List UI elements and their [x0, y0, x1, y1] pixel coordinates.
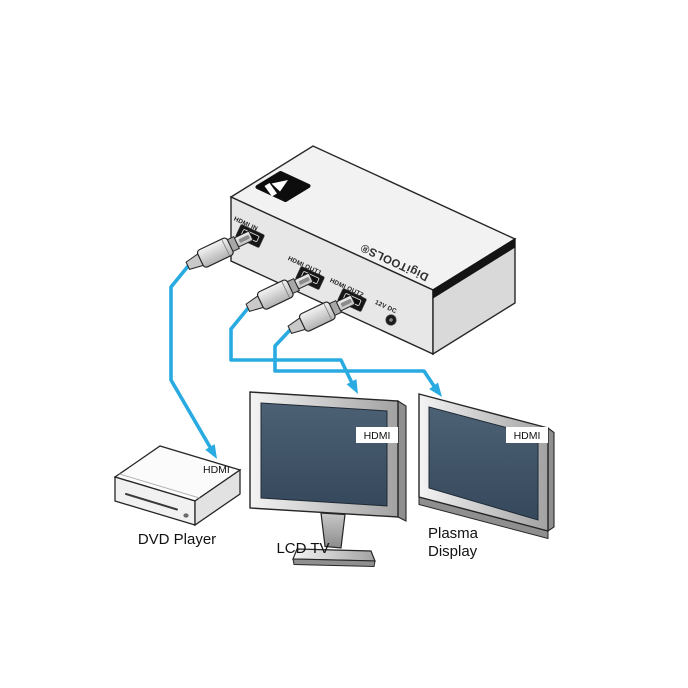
plasma-side-edge — [547, 426, 555, 533]
cable-lcd-arrowhead — [346, 379, 358, 394]
hdmi-label-plasma: HDMI — [514, 430, 541, 442]
dvd-side-face — [194, 468, 241, 527]
kramer-logo — [255, 171, 311, 202]
plasma-display — [418, 393, 555, 540]
dvd-eject-button — [183, 513, 189, 518]
plasma-display-label-line1: Plasma — [428, 525, 479, 542]
lcd-side-edge — [397, 400, 407, 522]
dvd-disc-slot — [125, 493, 178, 511]
dvd-lid-groove — [119, 473, 200, 499]
dvd-player — [113, 445, 242, 527]
cable-out2-to-plasma — [273, 327, 436, 388]
cable-hdmi-in-to-dvd — [169, 263, 212, 449]
hdmi-label-chip-plasma — [506, 427, 548, 443]
hdmi-label-lcd: HDMI — [364, 430, 391, 442]
lcd-tv — [249, 391, 407, 568]
kramer-logo-bar — [264, 183, 277, 197]
cable-plasma-arrowhead — [429, 382, 442, 397]
lcd-tv-label: LCD TV — [276, 540, 329, 557]
lcd-stand-base-edge — [292, 558, 376, 568]
kramer-logo-wedge — [271, 180, 288, 192]
cable-dvd-arrowhead — [205, 444, 217, 459]
cable-out1-to-lcd — [229, 305, 353, 383]
lcd-stand-neck — [320, 512, 346, 549]
plasma-display-label-line2: Display — [428, 543, 478, 560]
hdmi-distributor: DigiTOOLS® HDMI IN HDMI OUT1 HDMI OUT2 1… — [229, 145, 517, 356]
hdmi-label-chip-lcd — [356, 427, 398, 443]
dvd-player-label: DVD Player — [138, 531, 216, 548]
hdmi-label-dvd: HDMI — [203, 464, 230, 476]
dc-jack-pin — [389, 318, 393, 322]
distributor-side-stripe — [432, 238, 516, 299]
dc-power-jack — [385, 314, 397, 326]
lcd-screen — [260, 402, 388, 507]
